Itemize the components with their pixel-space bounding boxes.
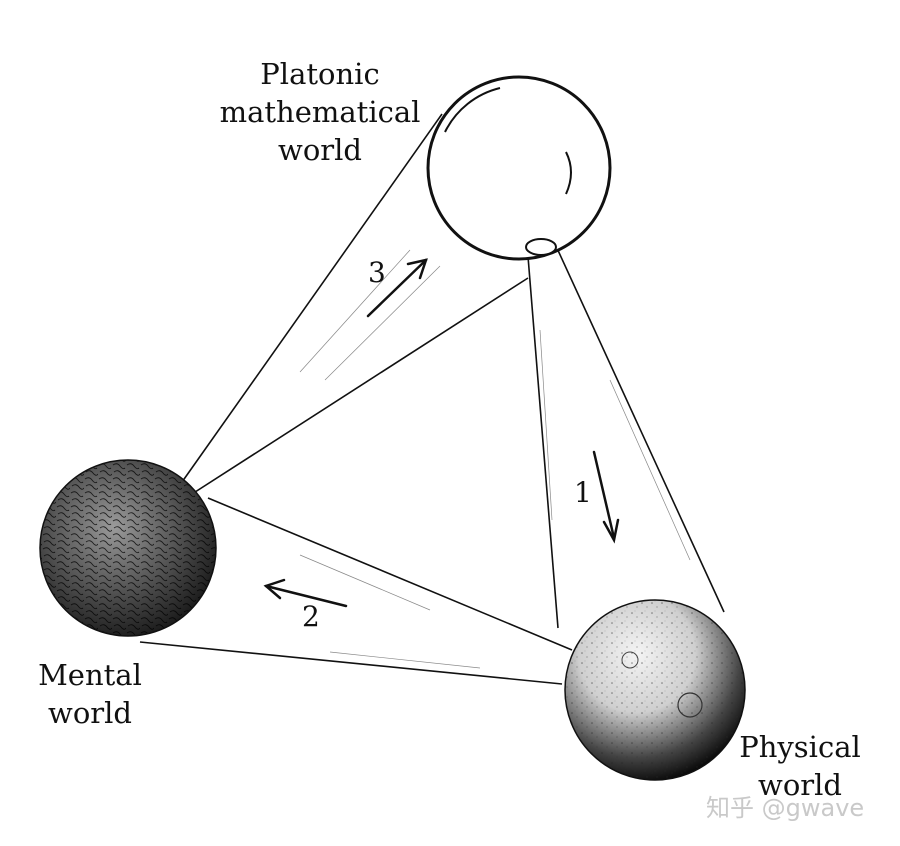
arrow-2-number: 2 (302, 600, 320, 633)
platonic-world-label: Platonic mathematical world (210, 55, 430, 169)
physical-world-label: Physical world (730, 728, 870, 804)
arrow-1-number: 1 (574, 476, 592, 509)
physical-label-line2: world (758, 768, 842, 802)
platonic-label-line3: world (278, 133, 362, 167)
mental-sphere (39, 459, 217, 637)
mental-label-line1: Mental (38, 658, 142, 692)
cone-tip-ellipse (525, 238, 557, 256)
cone-physical-to-mental (139, 497, 573, 685)
cone-platonic-to-physical (526, 243, 725, 629)
cone-mental-to-platonic (181, 113, 529, 495)
physical-label-line1: Physical (739, 730, 861, 764)
mental-world-label: Mental world (20, 656, 160, 732)
arrow-3 (366, 258, 428, 318)
arrow-2 (263, 578, 348, 608)
mental-label-line2: world (48, 696, 132, 730)
platonic-label-line1: Platonic (260, 57, 380, 91)
arrow-3-number: 3 (368, 256, 386, 289)
platonic-sphere (426, 75, 612, 261)
arrow-1 (592, 450, 620, 544)
physical-sphere (564, 599, 746, 781)
watermark: 知乎 @gwave (706, 794, 865, 822)
platonic-label-line2: mathematical (219, 95, 421, 129)
